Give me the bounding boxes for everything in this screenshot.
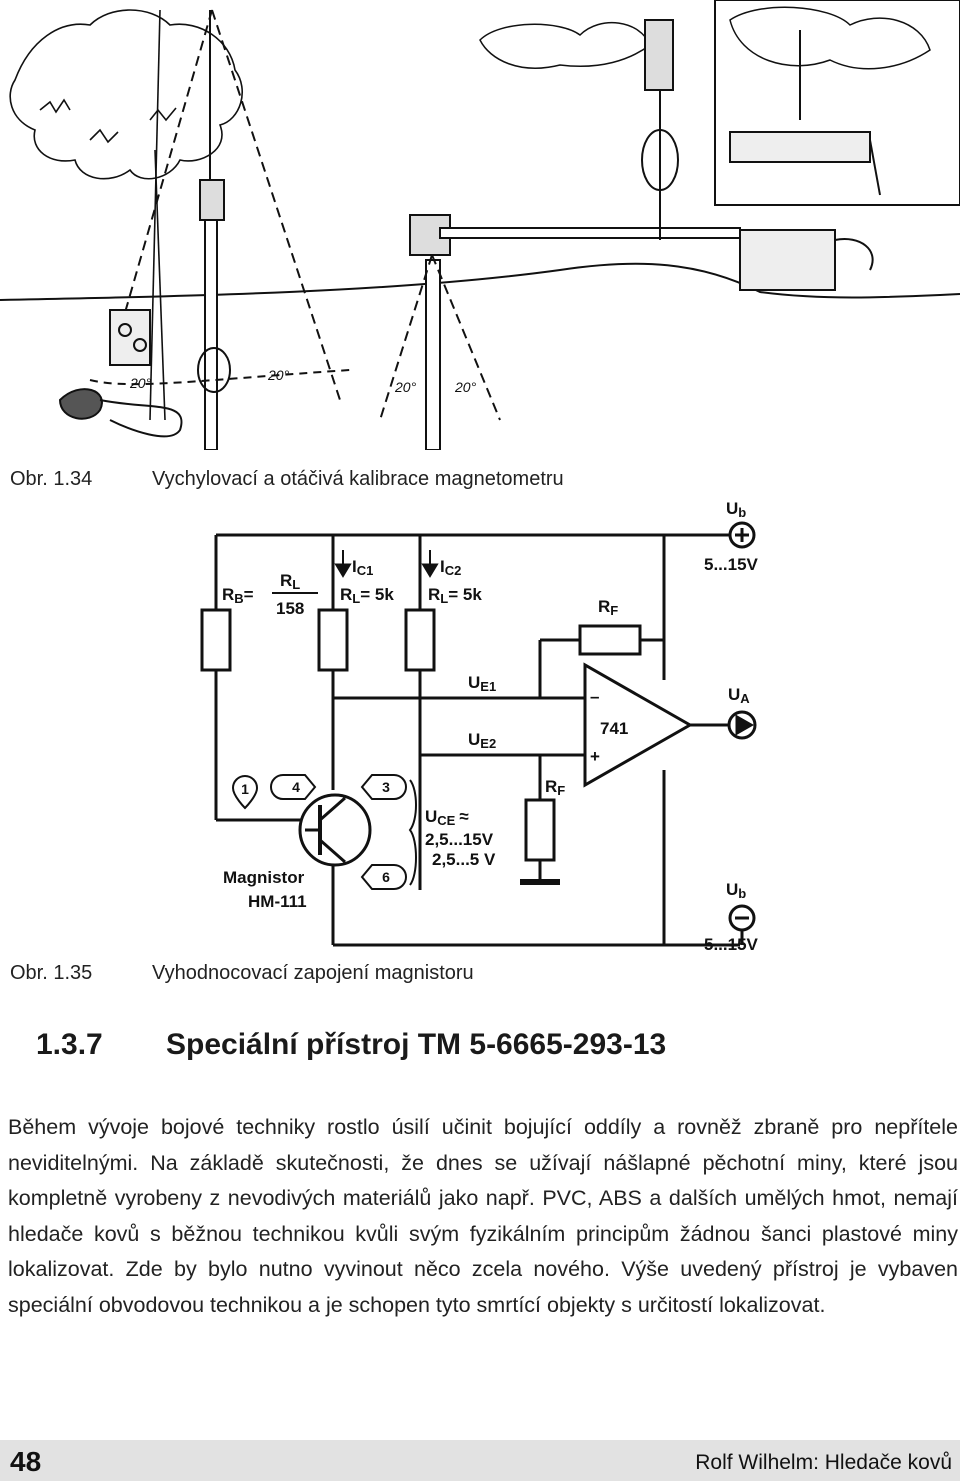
ue2-label: UE2 — [468, 730, 496, 751]
uce-label: UCE≈ — [425, 807, 469, 828]
uce-range-1: 2,5...15V — [425, 830, 494, 849]
rl-fraction-bottom: 158 — [276, 599, 304, 618]
magnistor-model: HM-111 — [248, 892, 307, 911]
opamp-label: 741 — [600, 719, 628, 738]
supply-top-label: 5...15V — [704, 555, 759, 574]
calibration-illustration: 20° 20° 20° 20° — [0, 0, 960, 450]
body-paragraph: Během vývoje bojové techniky rostlo úsil… — [8, 1115, 958, 1317]
figure-2-caption: Vyhodnocovací zapojení magnistoru — [152, 962, 474, 984]
section-title: Speciální přístroj TM 5-6665-293-13 — [166, 1028, 667, 1061]
ua-label: UA — [728, 685, 750, 706]
magnistor-label: Magnistor — [223, 868, 305, 887]
ground-line — [0, 262, 960, 301]
figure-2-number: Obr. 1.35 — [10, 962, 93, 984]
uce-range-2: 2,5...5 V — [432, 850, 496, 869]
inset-illustration — [714, 0, 960, 206]
ue1-label: UE1 — [468, 673, 496, 694]
pin-3-marker — [360, 774, 407, 800]
pin-1-marker — [231, 775, 259, 810]
sensor-mast-1 — [119, 9, 341, 450]
hanging-device — [479, 19, 679, 240]
footer-bar — [0, 1440, 960, 1481]
rb-label: RB= — [222, 585, 254, 606]
footer-title: Rolf Wilhelm: Hledače kovů — [695, 1451, 952, 1474]
resistor-rl1 — [317, 608, 349, 672]
figure-1-number: Obr. 1.34 — [10, 468, 93, 490]
pin-markers — [231, 774, 407, 890]
rf-top-label: RF — [598, 597, 618, 618]
resistor-rb — [200, 608, 232, 672]
opamp-741 — [583, 662, 694, 788]
rl2-label: RL= 5k — [428, 585, 482, 606]
angle-label-2: 20° — [267, 367, 290, 383]
circuit-schematic: 1 4 3 6 Ub 5...15V RB= RL 158 IC1 IC2 RL… — [200, 499, 759, 954]
resistor-rf-ground — [524, 798, 556, 862]
pin-1-label: 1 — [241, 781, 249, 797]
rf-bottom-label: RF — [545, 777, 565, 798]
resistor-rl2 — [404, 608, 436, 672]
supply-bottom-label: 5...15V — [704, 935, 759, 954]
angle-label-3: 20° — [394, 379, 417, 395]
rl1-label: RL= 5k — [340, 585, 394, 606]
ic2-label: IC2 — [440, 557, 461, 578]
opamp-minus: – — [590, 687, 599, 706]
page-number: 48 — [10, 1446, 42, 1477]
section-number: 1.3.7 — [36, 1028, 103, 1061]
rl-fraction-top: RL — [280, 571, 300, 592]
opamp-plus: + — [590, 747, 600, 766]
control-box — [58, 309, 183, 438]
body-text: Během vývoje bojové techniky rostlo úsil… — [8, 1110, 958, 1324]
pin-4-label: 4 — [292, 779, 300, 795]
pin-4-marker — [270, 774, 317, 800]
ic1-label: IC1 — [352, 557, 373, 578]
angle-label-4: 20° — [454, 379, 477, 395]
ub-top-label: Ub — [726, 499, 746, 520]
magnistor-transistor — [298, 793, 372, 867]
angle-label-1: 20° — [129, 375, 152, 391]
sensor-mast-2 — [379, 214, 874, 450]
pin-6-label: 6 — [382, 869, 390, 885]
ub-bottom-label: Ub — [726, 880, 746, 901]
pin-3-label: 3 — [382, 779, 390, 795]
pin-6-marker — [360, 864, 407, 890]
tree-left — [9, 9, 244, 421]
resistor-rf-feedback — [578, 624, 642, 656]
figure-1-caption: Vychylovací a otáčivá kalibrace magnetom… — [152, 468, 564, 490]
